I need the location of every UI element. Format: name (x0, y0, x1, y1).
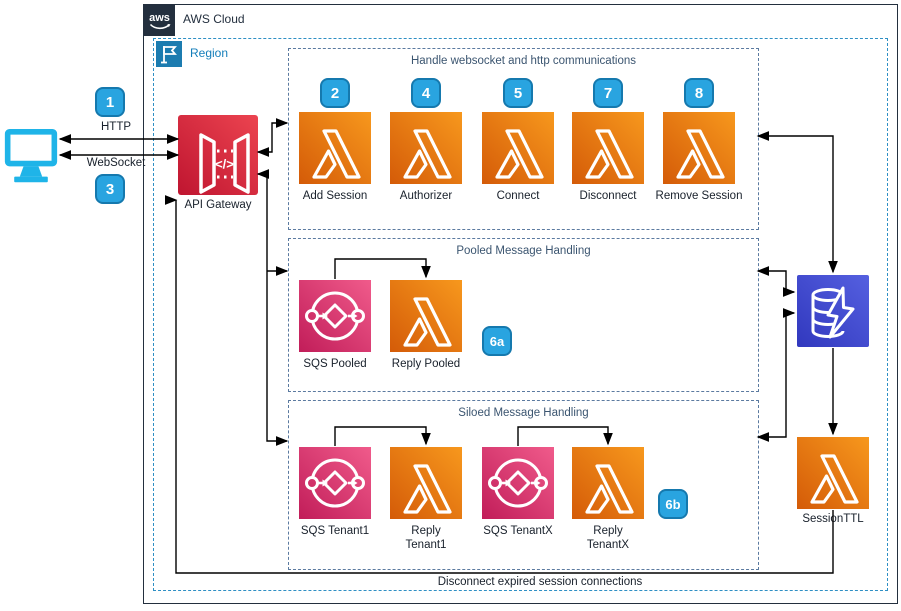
step-badge-6b: 6b (658, 489, 688, 519)
sqs-queue-icon (299, 447, 371, 519)
node-label-add-session: Add Session (302, 190, 368, 202)
node-label-sqs-pooled: SQS Pooled (303, 358, 367, 370)
node-label-reply-tenant1: Reply Tenant1 (405, 525, 447, 551)
node-label-connect: Connect (496, 190, 540, 202)
group-siloed-title: Siloed Message Handling (458, 407, 589, 419)
node-label-disconnect: Disconnect (579, 190, 637, 202)
step-badge-1: 1 (95, 87, 125, 117)
group-pooled-title: Pooled Message Handling (456, 245, 591, 257)
api-gateway-label: API Gateway (184, 199, 252, 211)
node-label-sqs-tenantx: SQS TenantX (483, 525, 553, 537)
region-flag-icon (156, 41, 182, 67)
node-label-reply-tenantx: Reply TenantX (586, 525, 630, 551)
node-label-sqs-tenant1: SQS Tenant1 (300, 525, 370, 537)
step-badge-2: 2 (320, 78, 350, 108)
node-label-session-ttl: SessionTTL (802, 513, 864, 525)
sqs-queue-icon (299, 280, 371, 352)
node-label-authorizer: Authorizer (399, 190, 453, 202)
websocket-edge-label: WebSocket (86, 157, 146, 169)
lambda-icon (663, 112, 735, 184)
node-label-reply-pooled: Reply Pooled (391, 358, 461, 370)
region-box (153, 38, 888, 591)
step-badge-3: 3 (95, 174, 125, 204)
lambda-icon (390, 112, 462, 184)
lambda-icon (390, 447, 462, 519)
aws-logo-icon (144, 5, 175, 36)
monitor-icon (3, 127, 59, 187)
step-badge-5: 5 (503, 78, 533, 108)
region-label: Region (190, 46, 229, 60)
node-label-remove-session: Remove Session (655, 190, 743, 202)
sqs-queue-icon (482, 447, 554, 519)
lambda-icon (797, 437, 869, 509)
api-gateway-icon (178, 115, 258, 195)
dynamodb-icon (797, 275, 869, 347)
aws-cloud-label: AWS Cloud (183, 12, 245, 26)
lambda-icon (299, 112, 371, 184)
step-badge-6a: 6a (482, 326, 512, 356)
disconnect-note-label: Disconnect expired session connections (437, 576, 643, 588)
group-comms-title: Handle websocket and http communications (410, 55, 636, 67)
lambda-icon (572, 112, 644, 184)
http-edge-label: HTTP (100, 121, 132, 133)
lambda-icon (482, 112, 554, 184)
lambda-icon (572, 447, 644, 519)
aws-cloud-box (143, 4, 898, 604)
lambda-icon (390, 280, 462, 352)
step-badge-7: 7 (593, 78, 623, 108)
step-badge-4: 4 (411, 78, 441, 108)
step-badge-8: 8 (684, 78, 714, 108)
